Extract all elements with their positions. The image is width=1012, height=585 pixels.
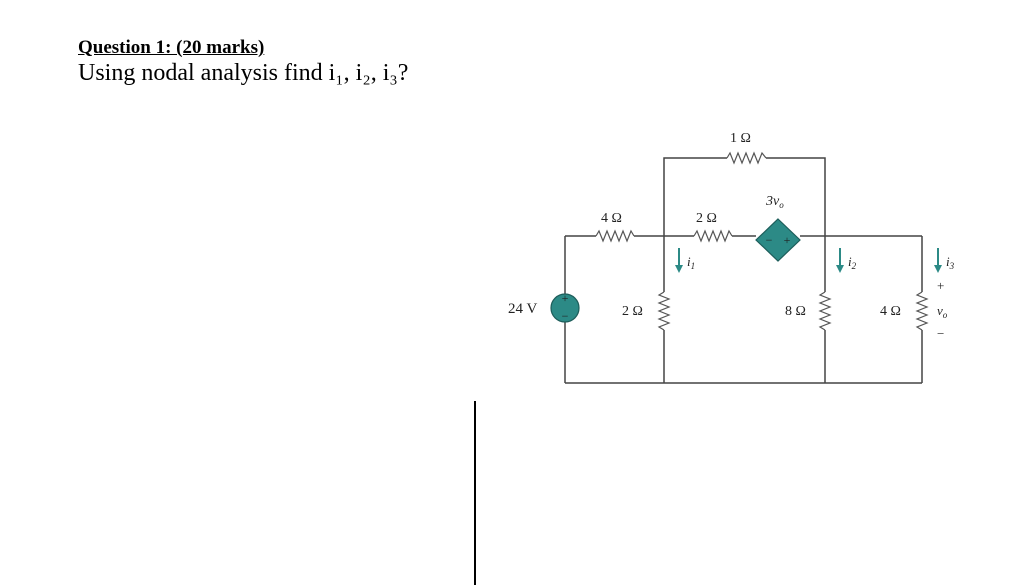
question-prompt: Using nodal analysis find i₁, i₂, i₃?	[78, 60, 409, 86]
question-title: Question 1: (20 marks)	[78, 37, 265, 58]
dep-source-minus: −	[766, 233, 773, 247]
source-label: 24 V	[508, 301, 537, 317]
resistor-4ohm-series	[595, 229, 635, 243]
vo-minus: −	[937, 326, 944, 341]
resistor-2ohm-shunt	[657, 291, 671, 331]
label-i2: i2	[848, 254, 857, 271]
label-r-top: 1 Ω	[730, 131, 751, 146]
resistor-2ohm-series	[693, 229, 733, 243]
current-arrow-i2	[836, 248, 844, 273]
vo-plus: +	[937, 278, 944, 293]
source-minus: −	[562, 309, 569, 323]
label-i1: i1	[687, 254, 695, 271]
vo-label: vo	[937, 303, 948, 320]
label-r-shunt-right: 4 Ω	[880, 304, 901, 319]
text-cursor-line	[474, 401, 476, 585]
dep-source-plus: +	[784, 233, 791, 247]
label-r-left-series: 4 Ω	[601, 211, 622, 226]
voltage-source: + −	[550, 291, 580, 323]
resistor-8ohm-shunt	[818, 291, 832, 331]
current-arrow-i1	[675, 248, 683, 273]
label-r-shunt-mid: 8 Ω	[785, 304, 806, 319]
source-plus: +	[562, 291, 569, 305]
resistor-4ohm-shunt	[915, 291, 929, 331]
dependent-source: − +	[755, 218, 801, 262]
dep-source-label: 3vo	[765, 194, 784, 210]
resistor-1ohm	[726, 151, 767, 165]
label-r-mid-series: 2 Ω	[696, 211, 717, 226]
label-r-shunt-left: 2 Ω	[622, 304, 643, 319]
label-i3: i3	[946, 254, 955, 271]
current-arrow-i3	[934, 248, 942, 273]
circuit-wires	[564, 157, 923, 384]
